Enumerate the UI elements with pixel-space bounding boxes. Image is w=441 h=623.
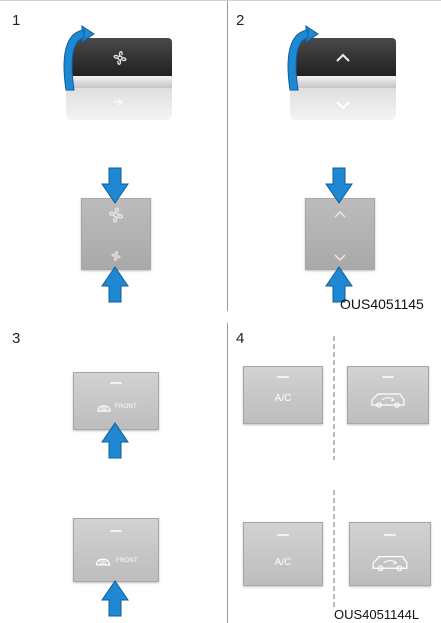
- arrow-down-icon: [325, 167, 353, 204]
- ac-label: A/C: [274, 393, 292, 404]
- chevron-down-icon: [334, 254, 346, 262]
- panel-number: 4: [236, 330, 245, 347]
- indicator-light: [384, 534, 396, 536]
- temperature-rocker-switch[interactable]: [290, 38, 396, 120]
- temperature-button[interactable]: [305, 198, 375, 270]
- vertical-divider-top: [227, 0, 228, 311]
- fan-icon: [108, 207, 124, 223]
- fan-small-icon: [114, 98, 124, 106]
- horizontal-gap: [0, 311, 441, 323]
- front-defrost-button[interactable]: FRONT: [73, 372, 159, 430]
- fan-speed-button[interactable]: [81, 198, 151, 270]
- dashed-divider-bottom: [333, 490, 335, 610]
- arrow-up-icon: [101, 266, 129, 303]
- chevron-down-icon: [336, 101, 350, 110]
- chevron-up-icon: [334, 210, 346, 218]
- curved-arrow-icon: [63, 25, 95, 91]
- fan-icon: [113, 51, 127, 65]
- indicator-light: [277, 376, 289, 378]
- dashed-divider-top: [333, 336, 335, 460]
- top-border: [0, 0, 441, 1]
- front-label: FRONT: [116, 558, 138, 564]
- indicator-light: [277, 534, 289, 536]
- ac-button[interactable]: A/C: [243, 522, 323, 586]
- fan-rocker-switch[interactable]: [66, 38, 172, 120]
- fan-small-icon: [111, 251, 121, 261]
- image-code: OUS4051145: [340, 296, 424, 312]
- panel-number: 3: [12, 330, 21, 347]
- arrow-up-icon: [101, 580, 129, 617]
- recirculation-button[interactable]: [347, 366, 429, 424]
- panel-number: 2: [236, 12, 245, 29]
- indicator-light: [110, 382, 122, 384]
- chevron-up-icon: [336, 53, 350, 62]
- indicator-light: [110, 530, 122, 532]
- arrow-down-icon: [101, 167, 129, 204]
- indicator-light: [382, 376, 394, 378]
- panel-number: 1: [12, 12, 21, 29]
- defrost-icon: [95, 558, 111, 566]
- front-label: FRONT: [115, 404, 137, 410]
- recirculation-button[interactable]: [349, 522, 431, 586]
- defrost-icon: [97, 405, 111, 412]
- arrow-up-icon: [101, 422, 129, 459]
- car-recirculation-icon: [372, 556, 408, 572]
- curved-arrow-icon: [287, 25, 319, 91]
- front-defrost-button[interactable]: FRONT: [73, 518, 159, 582]
- image-code: OUS4051144L: [334, 607, 420, 622]
- car-recirculation-icon: [371, 393, 405, 408]
- arrow-up-icon: [325, 266, 353, 303]
- vertical-divider-bottom: [227, 323, 228, 623]
- ac-label: A/C: [274, 557, 292, 568]
- ac-button[interactable]: A/C: [243, 366, 323, 424]
